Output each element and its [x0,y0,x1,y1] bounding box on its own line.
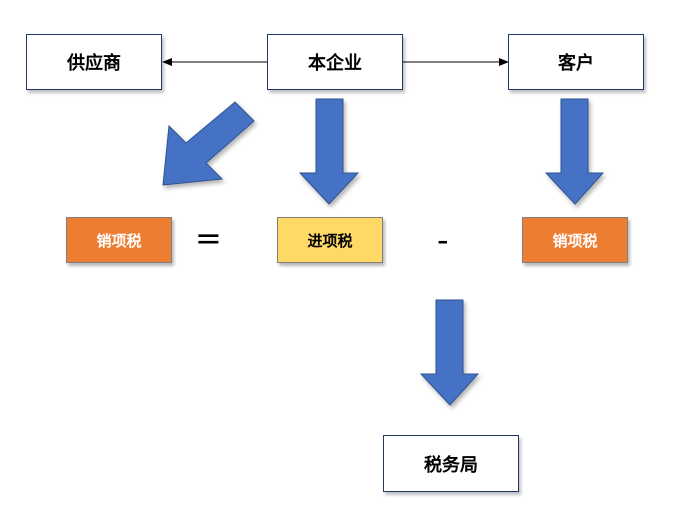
tax-bureau-box: 税务局 [383,435,519,492]
down-arrow-to-customer-sales-tax [544,98,605,205]
down-arrow-to-input-tax [298,98,360,205]
diagonal-arrow-to-sales-tax [162,101,255,186]
down-arrow-to-tax-bureau [419,299,480,406]
customer-box: 客户 [508,34,644,90]
sales-tax-right-label: 销项税 [552,231,598,250]
input-tax-label: 进项税 [307,231,353,250]
company-label: 本企业 [308,53,362,74]
supplier-box: 供应商 [26,34,162,90]
sales-tax-box-right: 销项税 [522,217,628,263]
sales-tax-left-label: 销项税 [96,231,142,250]
input-tax-box: 进项税 [277,217,383,263]
supplier-label: 供应商 [67,53,121,74]
minus-sign: - [437,221,449,259]
tax-bureau-label: 税务局 [424,454,478,476]
customer-label: 客户 [558,53,594,74]
equals-sign: = [195,219,222,257]
sales-tax-box-left: 销项税 [66,217,172,263]
company-box: 本企业 [267,34,403,90]
